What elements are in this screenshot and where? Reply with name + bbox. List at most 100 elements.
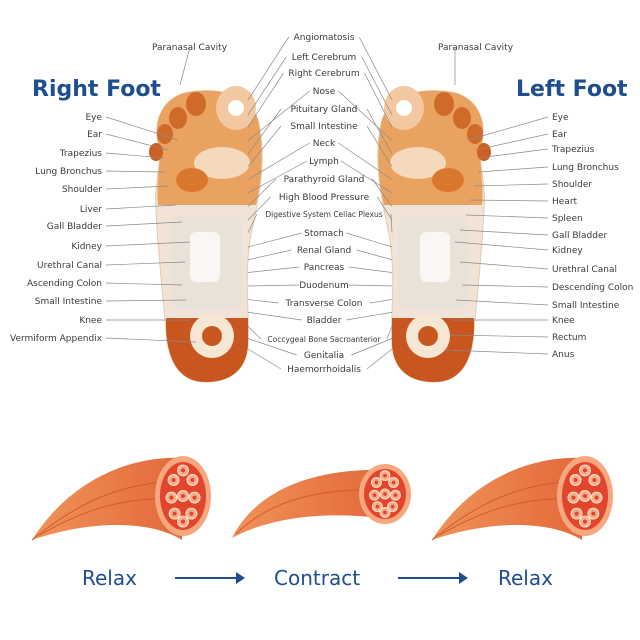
center-label: Renal Gland [297,246,351,256]
left-foot-label: Kidney [552,246,583,256]
right-foot-label: Small Intestine [35,297,103,307]
leader-line [247,196,271,221]
leader-line [346,232,393,248]
muscle-fiber-core [390,504,395,509]
muscle-fiber-core [374,480,379,485]
leader-line [338,142,393,180]
leader-line [247,90,310,141]
right-foot-label: Eye [85,113,102,123]
muscle-fiber-core [393,493,398,498]
muscle-fiber-core [169,495,174,500]
center-label: Lymph [309,157,339,167]
leader-line [247,36,290,101]
muscle-fiber-core [192,495,197,500]
center-label: Left Cerebrum [292,53,357,63]
cycle-step-contract: Contract [274,566,360,590]
muscle-fiber-core [582,468,588,473]
leader-line [247,299,279,304]
leader-line [247,338,297,356]
center-label: Coccygeal Bone Sacroanterior [267,335,381,344]
leader-line [465,214,549,219]
cycle-step-relax-2: Relax [498,566,553,590]
arrow-right-icon [398,572,468,584]
left-foot-label: Shoulder [552,180,592,190]
center-label: Neck [313,139,336,149]
leader-line [351,338,393,356]
leader-line [247,142,310,180]
left-foot-label: Rectum [552,333,586,343]
center-label: Genitalia [304,351,344,361]
right-foot-label: Urethral Canal [37,261,102,271]
leader-line [461,284,549,288]
leader-line [105,185,169,190]
muscle-fiber-core [574,511,579,516]
leader-line [105,337,197,343]
muscle-fiber-core [171,477,176,483]
leader-line [179,46,191,86]
right-foot-label: Gall Bladder [47,222,103,232]
muscle-fiber-core [383,510,387,515]
muscle-fiber-core [190,477,195,483]
muscle-fiber-core [571,495,576,500]
center-label: Nose [313,87,336,97]
leader-line [247,178,277,207]
muscle-fiber-core [594,495,599,500]
muscle-fiber-core [383,473,387,478]
muscle-relaxed-2-fibers [567,464,603,528]
muscle-fiber-core [591,511,596,516]
leader-line [105,282,183,286]
leader-line [454,241,549,251]
leader-line [247,108,282,155]
arrow-right-icon [175,572,245,584]
leader-line [105,116,179,141]
leader-line [105,241,191,247]
leader-line [459,261,549,270]
center-label: Digestive System Celiac Plexus [265,210,382,219]
leader-line [105,152,165,159]
leader-line [247,213,258,233]
leader-line [366,108,393,155]
center-label: Transverse Colon [285,299,363,309]
muscle-fiber-core [383,492,387,496]
leader-line [340,160,393,194]
leader-line [371,178,393,207]
right-foot-label: Knee [79,316,102,326]
center-label: Right Cerebrum [288,69,359,79]
leader-line [346,311,393,321]
leader-line [247,232,302,248]
muscle-fiber-core [375,504,380,509]
center-label: Duodenum [299,281,349,291]
left-foot-label: Spleen [552,214,583,224]
muscle-fiber-core [172,511,177,516]
leader-line [366,125,393,167]
center-label: High Blood Pressure [279,193,370,203]
leader-line [386,326,393,340]
muscle-fiber-core [180,493,186,499]
right-foot-label: Vermiform Appendix [10,334,103,344]
leader-line [348,266,393,273]
leader-line [247,284,300,287]
leader-line [338,90,393,141]
muscle-fiber-core [582,519,588,524]
left-foot-label: Small Intestine [552,301,620,311]
muscle-fiber-core [180,468,186,473]
muscle-fiber-core [592,477,597,483]
right-foot-illustration [149,86,263,383]
leader-line [247,266,300,273]
center-label: Small Intestine [290,122,358,132]
leader-line [105,299,187,302]
center-label: Angiomatosis [294,33,355,43]
leader-line [390,213,393,233]
left-foot-label: Paranasal Cavity [438,43,514,53]
leader-line [105,204,177,210]
left-foot-label: Anus [552,350,575,360]
cycle-step-relax-1: Relax [82,566,137,590]
leader-line [473,183,549,187]
right-foot-label: Liver [80,205,102,215]
right-foot-label: Kidney [71,242,102,252]
